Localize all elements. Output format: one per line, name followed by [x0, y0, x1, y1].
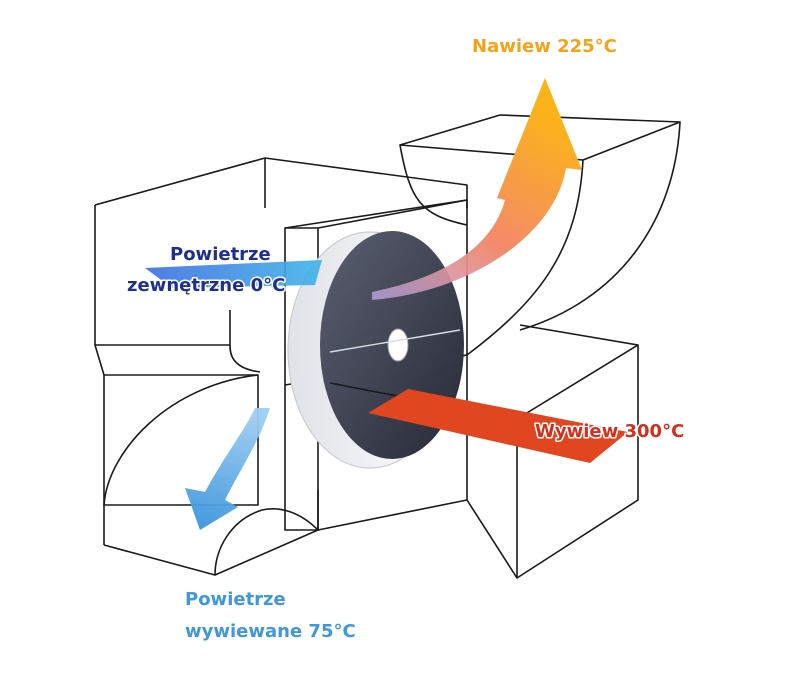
extract-air-label: Wywiew 300°C [535, 421, 684, 442]
extract-air-arrow [368, 389, 628, 463]
outdoor-air-label-line1: Powietrze [170, 244, 271, 265]
exhaust-duct [103, 374, 319, 576]
outdoor-air-duct [94, 157, 468, 376]
exhaust-air-arrow [185, 408, 270, 530]
supply-air-label: Nawiew 225°C [472, 36, 617, 57]
exhaust-air-label-line1: Powietrze [185, 589, 286, 610]
supply-air-arrow [372, 78, 582, 300]
outdoor-air-label-line2: zewnętrzne 0°C [127, 275, 285, 296]
exhaust-air-label-line2: wywiewane 75°C [185, 621, 356, 642]
wheel-hub [387, 328, 409, 362]
outdoor-air-arrow [145, 260, 322, 288]
